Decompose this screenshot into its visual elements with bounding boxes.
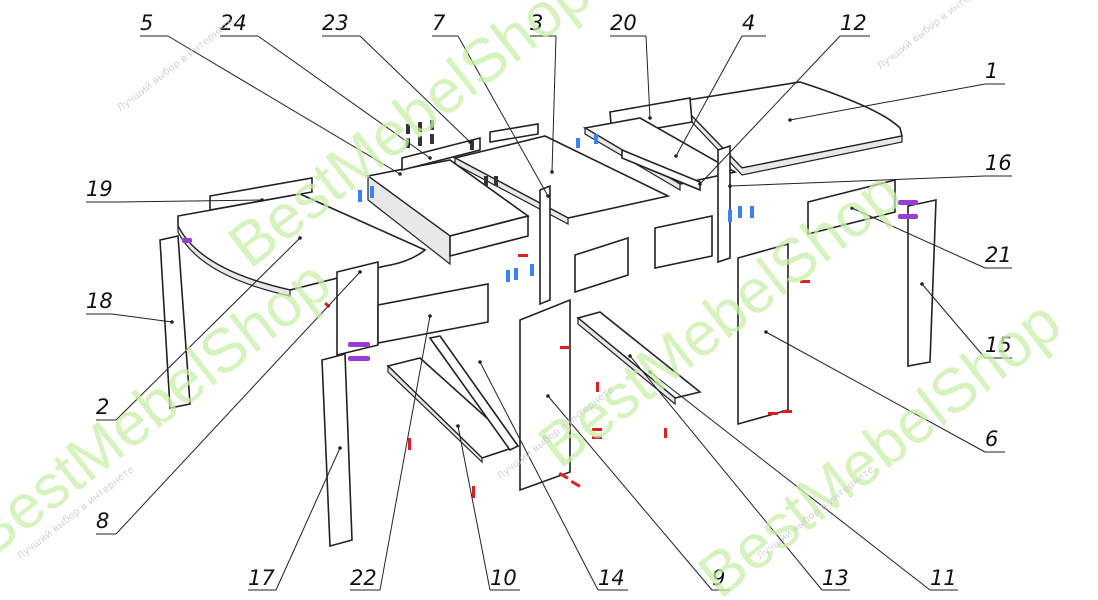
label-19: 19 xyxy=(86,177,113,201)
leader-lines xyxy=(86,35,1012,591)
leader-dot-14 xyxy=(478,360,482,364)
leader-dot-10 xyxy=(456,424,460,428)
leader-dot-4 xyxy=(674,154,678,158)
label-6: 6 xyxy=(985,427,998,451)
panel-23 xyxy=(401,123,539,172)
leader-line-15 xyxy=(921,283,986,359)
label-4: 4 xyxy=(742,11,755,35)
leader-line-22 xyxy=(379,315,431,591)
leader-line-11 xyxy=(649,371,931,591)
leader-line-14 xyxy=(479,361,599,591)
leader-line-10 xyxy=(457,425,491,591)
label-16: 16 xyxy=(985,151,1012,175)
leader-line-18 xyxy=(111,313,173,323)
panel-10 xyxy=(386,335,520,464)
leader-line-5 xyxy=(167,35,401,175)
label-3: 3 xyxy=(530,11,543,35)
panel-7-drawer-front xyxy=(574,236,629,294)
leader-dot-11 xyxy=(648,370,652,374)
leader-dot-16 xyxy=(728,184,732,188)
label-11: 11 xyxy=(930,566,957,590)
label-9: 9 xyxy=(712,566,725,590)
leader-dot-2 xyxy=(298,236,302,240)
leader-line-8 xyxy=(115,271,361,535)
leader-dot-18 xyxy=(170,320,174,324)
label-24: 24 xyxy=(220,11,247,35)
screw-group-purple xyxy=(182,200,918,361)
panel-18 xyxy=(159,235,191,409)
label-22: 22 xyxy=(350,566,377,590)
leader-line-6 xyxy=(765,331,986,453)
leader-line-20 xyxy=(645,35,651,119)
label-1: 1 xyxy=(985,59,998,83)
leader-dot-3 xyxy=(550,170,554,174)
leader-dot-17 xyxy=(338,446,342,450)
panel-16 xyxy=(717,144,731,264)
leader-dot-21 xyxy=(850,206,854,210)
label-15: 15 xyxy=(985,333,1012,357)
label-17: 17 xyxy=(248,566,275,590)
leader-dot-24 xyxy=(428,156,432,160)
label-14: 14 xyxy=(598,566,625,590)
dowel-group-red xyxy=(324,254,810,498)
leader-line-3 xyxy=(551,35,557,173)
leader-line-19 xyxy=(119,199,263,203)
label-10: 10 xyxy=(490,566,517,590)
leader-line-23 xyxy=(359,35,471,143)
leader-dot-1 xyxy=(788,118,792,122)
label-23: 23 xyxy=(322,11,349,35)
watermark-tagline: Лучший выбор в интернете xyxy=(115,16,236,114)
leader-line-1 xyxy=(789,83,986,121)
label-8: 8 xyxy=(96,509,109,533)
leader-dot-13 xyxy=(628,354,632,358)
panel-22 xyxy=(377,283,489,344)
leader-dot-8 xyxy=(358,270,362,274)
label-2: 2 xyxy=(96,395,109,419)
leader-line-24 xyxy=(257,35,431,159)
label-13: 13 xyxy=(822,566,849,590)
leader-line-2 xyxy=(115,237,301,421)
panel-8 xyxy=(336,260,379,357)
leader-dot-22 xyxy=(428,314,432,318)
leader-line-16 xyxy=(729,175,986,187)
leader-line-13 xyxy=(629,355,823,591)
leader-dot-12 xyxy=(698,182,702,186)
watermark-tagline: Лучший выбор в интернете xyxy=(875,0,996,72)
panel-17 xyxy=(321,352,353,548)
leader-line-9 xyxy=(547,395,713,591)
leader-dot-5 xyxy=(398,172,402,176)
label-7: 7 xyxy=(432,11,446,35)
label-20: 20 xyxy=(610,11,637,35)
label-12: 12 xyxy=(840,11,867,35)
panel-side-small xyxy=(654,215,713,269)
leader-line-21 xyxy=(851,207,986,269)
part-labels: 5 24 23 7 3 20 4 12 1 16 21 15 6 11 13 9… xyxy=(86,11,1012,590)
panel-19 xyxy=(209,177,313,211)
leader-dot-19 xyxy=(260,198,264,202)
panel-5 xyxy=(366,159,530,266)
label-18: 18 xyxy=(86,289,113,313)
label-21: 21 xyxy=(985,243,1012,267)
panel-1 xyxy=(687,81,903,176)
leader-dot-15 xyxy=(920,282,924,286)
leader-dot-9 xyxy=(546,394,550,398)
panel-7 xyxy=(539,184,551,306)
leader-dot-7 xyxy=(546,194,550,198)
leader-line-4 xyxy=(675,35,743,157)
leader-line-7 xyxy=(457,35,549,197)
pin-group-blue xyxy=(358,134,754,282)
leader-dot-6 xyxy=(764,330,768,334)
leader-line-17 xyxy=(275,447,341,591)
leader-line-12 xyxy=(699,35,841,185)
panel-12 xyxy=(621,148,701,192)
leader-dot-23 xyxy=(468,140,472,144)
leader-dot-20 xyxy=(648,116,652,120)
panel-9 xyxy=(519,298,571,492)
label-5: 5 xyxy=(140,11,153,35)
